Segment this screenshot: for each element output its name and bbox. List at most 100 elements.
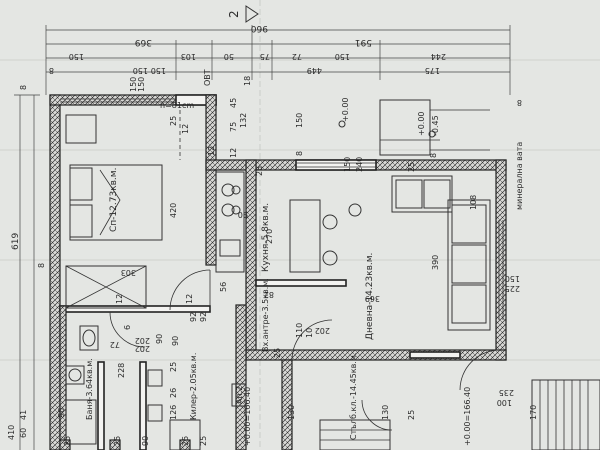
inner-dim: 202 bbox=[135, 344, 150, 353]
dim-b-6: 449 bbox=[307, 66, 322, 75]
dim-a-2: 103 bbox=[181, 52, 196, 61]
inner-dim: 150 bbox=[137, 77, 146, 92]
inner-dim: 132 bbox=[239, 113, 248, 128]
inner-dim: 25 bbox=[169, 362, 178, 372]
inner-dim: 303 bbox=[121, 268, 136, 277]
dim-right-edge: 8 bbox=[517, 98, 522, 107]
inner-dim: 130 bbox=[287, 405, 296, 420]
dim-b-5: 18 bbox=[243, 76, 252, 86]
dim-left-3: 60 bbox=[19, 428, 28, 438]
inner-dim: 130 bbox=[381, 405, 390, 420]
wall-note: минерална вата bbox=[515, 142, 524, 210]
inner-dim: 150 bbox=[343, 157, 352, 172]
dim-left-side-2: 8 bbox=[37, 263, 46, 268]
inner-dim: 202 bbox=[135, 336, 150, 345]
living-furniture bbox=[379, 99, 491, 331]
walls bbox=[49, 94, 507, 450]
dim-a-5: 72 bbox=[292, 52, 302, 61]
inner-dim: 12 bbox=[207, 146, 216, 156]
level-living: +0.00 bbox=[341, 97, 350, 122]
inner-dim: 240 bbox=[355, 157, 364, 172]
inner-dim: 170 bbox=[529, 405, 538, 420]
inner-dim: 225 bbox=[505, 284, 520, 293]
inner-dim: 25 bbox=[169, 116, 178, 126]
room-labels: Сп-12.73кв.м. Кухня-5.8кв.м. Дневна-14.2… bbox=[85, 168, 375, 440]
inner-dim: 25 bbox=[181, 436, 190, 446]
inner-dim: 45 bbox=[229, 98, 238, 108]
room-storage: Килер-2.05кв.м. bbox=[189, 353, 198, 420]
level-terrace: -0.45 bbox=[431, 115, 440, 136]
level-marks: +0.00 -0.45 +0.00 +0.00=166.40 +0.00=166… bbox=[243, 97, 472, 446]
notes: n=81cm минерална вата Ап.2 bbox=[160, 101, 524, 407]
bath-fixtures bbox=[65, 325, 201, 450]
room-bath: Баня-3.64кв.м. bbox=[85, 358, 94, 420]
inner-dim: 12 bbox=[115, 294, 124, 304]
inner-dim: 90 bbox=[155, 334, 164, 344]
inner-dim: 12 bbox=[185, 294, 194, 304]
dim-b-4: OBT bbox=[203, 69, 212, 86]
inner-dim: 228 bbox=[117, 363, 126, 378]
inner-dim: 126 bbox=[169, 405, 178, 420]
ap-tag: Ап.2 bbox=[235, 386, 244, 404]
dim-b-7: 175 bbox=[425, 66, 440, 75]
inner-dim: 369 bbox=[365, 294, 380, 303]
stairs bbox=[319, 379, 600, 450]
dim-b-1: 8 bbox=[49, 66, 54, 75]
windows bbox=[60, 98, 504, 320]
level-terrace-label: +0.00 bbox=[417, 111, 426, 136]
bedroom-furniture bbox=[65, 110, 181, 309]
inner-dim: 8 bbox=[429, 153, 438, 158]
inner-dim: 82 bbox=[264, 290, 274, 299]
inner-dim: 75 bbox=[229, 122, 238, 132]
inner-dim: 25 bbox=[255, 166, 264, 176]
inner-dim: 8 bbox=[295, 151, 304, 156]
inner-dim: 270 bbox=[265, 229, 274, 244]
inner-dim: 150 bbox=[295, 113, 304, 128]
dim-left: 369 bbox=[135, 37, 152, 47]
dim-right: 591 bbox=[355, 37, 372, 47]
inner-dim: 108 bbox=[469, 195, 478, 210]
room-bedroom: Сп-12.73кв.м. bbox=[109, 168, 119, 232]
inner-dim: 25 bbox=[199, 436, 208, 446]
inner-dim: 90 bbox=[141, 436, 150, 446]
dim-overall: 960 bbox=[251, 23, 268, 33]
inner-dim: 25 bbox=[113, 436, 122, 446]
kitchen-furniture bbox=[215, 171, 362, 273]
inner-dimensions: 150 150 25 12 75 45 132 420 303 12 12 6 … bbox=[57, 77, 538, 446]
inner-dim: 100 bbox=[497, 398, 512, 407]
left-dimensions: 619 410 41 60 8 8 bbox=[7, 85, 46, 450]
dim-a-6: 150 bbox=[335, 52, 350, 61]
dim-left-side-1: 8 bbox=[19, 85, 28, 90]
room-hall: Вх.антре-3.5кв.м. bbox=[261, 278, 270, 352]
dim-a-4: 75 bbox=[260, 52, 270, 61]
level-stair: +0.00=166.40 bbox=[463, 387, 472, 446]
inner-dim: 25 bbox=[63, 436, 72, 446]
inner-dim: 25 bbox=[407, 410, 416, 420]
inner-dim: 72 bbox=[110, 340, 120, 349]
room-stair: Стълб.кл.-14.45кв.м. bbox=[349, 353, 358, 440]
room-kitchen: Кухня-5.8кв.м. bbox=[261, 203, 271, 272]
axis-marker: 2 bbox=[227, 5, 259, 23]
window-note: n=81cm bbox=[160, 101, 194, 110]
inner-dim: 150 bbox=[505, 274, 520, 283]
dim-b-3: 150 bbox=[151, 66, 166, 75]
inner-dim: 90 bbox=[171, 336, 180, 346]
inner-dim: 150 bbox=[129, 77, 138, 92]
doors bbox=[109, 269, 501, 431]
dim-left-overall: 619 bbox=[11, 233, 21, 250]
inner-dim: 6 bbox=[123, 325, 132, 330]
dim-a-3: 50 bbox=[224, 52, 234, 61]
top-dimensions: 960 369 591 150 103 50 75 72 150 244 8 1… bbox=[45, 23, 522, 107]
inner-dim: 420 bbox=[169, 203, 178, 218]
axis-marker-label: 2 bbox=[227, 10, 241, 18]
inner-dim: 12 bbox=[229, 148, 238, 158]
dim-a-7: 244 bbox=[431, 52, 446, 61]
inner-dim: 92 bbox=[199, 312, 208, 322]
inner-dim: 390 bbox=[431, 255, 440, 270]
inner-dim: 56 bbox=[219, 282, 228, 292]
dim-left-1: 410 bbox=[7, 425, 16, 440]
inner-dim: 25 bbox=[273, 348, 282, 358]
inner-dim: 235 bbox=[499, 388, 514, 397]
inner-dim: 90 bbox=[57, 408, 66, 418]
